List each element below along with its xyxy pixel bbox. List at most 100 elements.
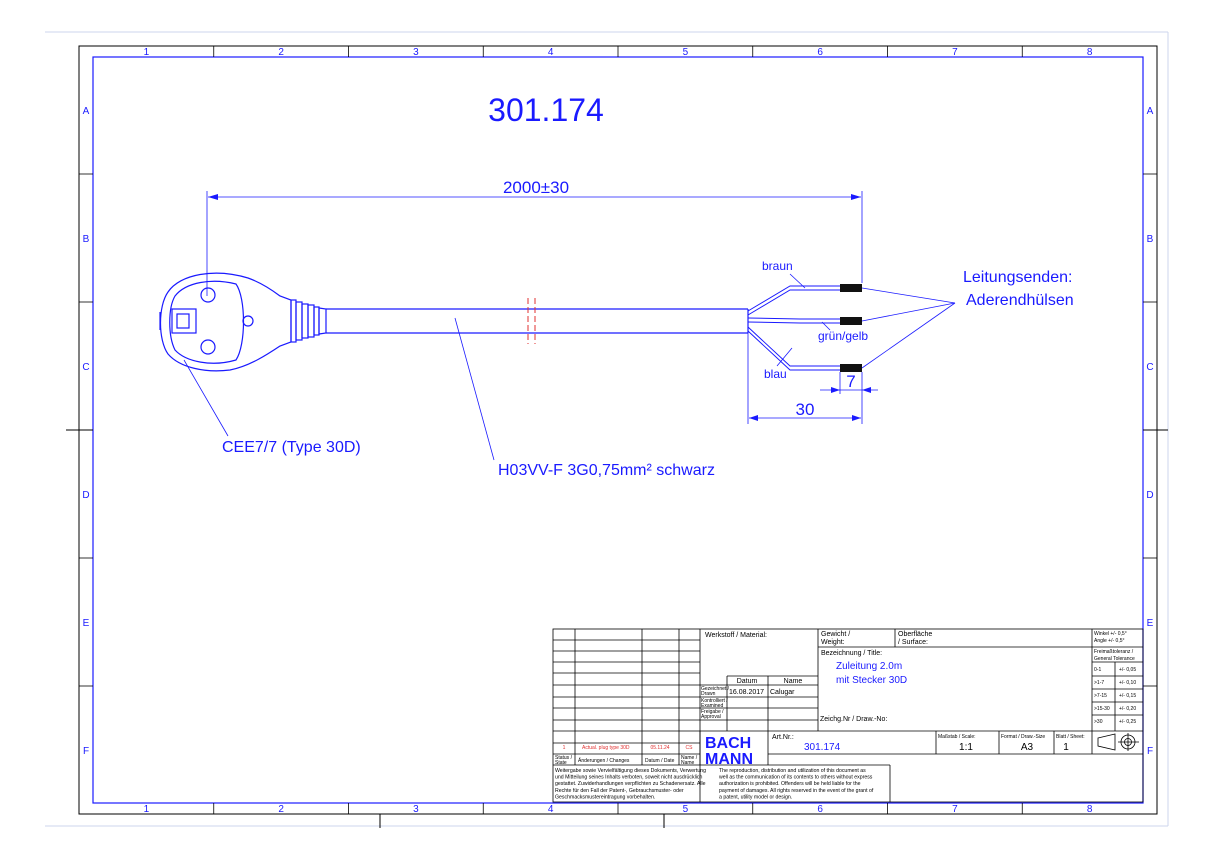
- approved-label-2: Approval: [701, 714, 721, 720]
- weight-label-2: Weight:: [821, 639, 845, 646]
- zone-column-label: 2: [278, 47, 284, 58]
- approved-label-1: Freigabe /: [701, 709, 724, 715]
- drawn-label-2: Drawn: [701, 691, 716, 697]
- length-dimension: 2000±30: [206, 178, 863, 296]
- projection-symbol-icon: [1097, 733, 1139, 751]
- sheet-value: 1: [1063, 742, 1069, 753]
- zone-row-label: B: [83, 234, 90, 245]
- art-no-value: 301.174: [804, 742, 841, 753]
- revision-name: CS: [686, 745, 694, 751]
- zone-column-label: 6: [817, 47, 823, 58]
- checked-label-2: Examined: [701, 703, 723, 709]
- ends-label-line2: Aderendhülsen: [966, 292, 1074, 309]
- zone-grid: [79, 46, 1157, 814]
- zone-row-label: C: [1146, 362, 1153, 373]
- tolerance-range: >15-30: [1094, 706, 1110, 712]
- changes-header: Änderungen / Changes: [578, 757, 630, 764]
- status-header-1: Status /: [555, 755, 573, 761]
- date-header: Datum: [737, 678, 758, 685]
- sleeve-length-label: 7: [846, 372, 855, 391]
- zone-column-label: 5: [683, 804, 689, 815]
- revision-date: 05.11.24: [650, 745, 669, 751]
- zone-column-label: 4: [548, 804, 554, 815]
- zone-column-label: 5: [683, 47, 689, 58]
- art-no-label: Art.Nr.:: [772, 734, 794, 741]
- general-tolerance-2: General Tolerance: [1094, 656, 1135, 662]
- zone-column-label: 6: [817, 804, 823, 815]
- tolerance-table: 0-1+/- 0,05>1-7+/- 0,10>7-15+/- 0,15>15-…: [1094, 667, 1136, 725]
- angle-tolerance-2: Angle +/- 0,5°: [1094, 638, 1125, 644]
- material-label: Werkstoff / Material:: [705, 632, 767, 639]
- drawn-name: Calugar: [770, 689, 795, 696]
- zone-column-label: 2: [278, 804, 284, 815]
- status-header-2: State: [555, 760, 567, 766]
- cable-label: H03VV-F 3G0,75mm² schwarz: [498, 462, 715, 479]
- tolerance-value: +/- 0,25: [1119, 719, 1136, 725]
- zone-row-label: A: [83, 106, 90, 117]
- plug-leader: [183, 359, 229, 437]
- wire-label-blue: blau: [764, 367, 787, 381]
- plug-label: CEE7/7 (Type 30D): [222, 439, 361, 456]
- copyright-notice-en: The reproduction, distribution and utili…: [719, 768, 874, 800]
- title-line2: mit Stecker 30D: [836, 675, 907, 686]
- general-tolerance-1: Freimaßtoleranz /: [1094, 649, 1134, 655]
- ferrules: [840, 284, 862, 372]
- zone-row-label: E: [1147, 618, 1154, 629]
- zone-row-label: D: [1146, 490, 1153, 501]
- notice-de-line: Weitergabe sowie Vervielfältigung dieses…: [555, 768, 706, 774]
- drawn-label-1: Gezeichnet /: [701, 686, 730, 692]
- logo-line1: BACH: [705, 735, 751, 752]
- sheet-label: Blatt / Sheet:: [1056, 734, 1085, 740]
- tolerance-range: >7-15: [1094, 693, 1107, 699]
- zone-column-label: 3: [413, 47, 419, 58]
- drawing-no-label: Zeichg.Nr / Draw.-No:: [820, 716, 887, 723]
- strip-length-label: 30: [796, 400, 815, 419]
- wire-label-green-yellow: grün/gelb: [818, 329, 868, 343]
- revision-change: Actual. plug type 30D: [582, 745, 630, 751]
- notice-en-line: authorization is prohibited. Offenders w…: [719, 781, 861, 787]
- schuko-plug: [159, 272, 327, 372]
- notice-de-line: gestattet. Zuwiderhandlungen verpflichte…: [555, 781, 706, 787]
- zone-row-label: E: [83, 618, 90, 629]
- tolerance-range: >30: [1094, 719, 1103, 725]
- scale-value: 1:1: [959, 742, 973, 753]
- format-value: A3: [1021, 742, 1034, 753]
- drawn-date: 16.08.2017: [729, 689, 764, 696]
- zone-column-label: 8: [1087, 47, 1093, 58]
- name-header: Name: [784, 678, 803, 685]
- zone-row-label: D: [82, 490, 89, 501]
- wire-label-brown: braun: [762, 259, 793, 273]
- tolerance-range: >1-7: [1094, 680, 1104, 686]
- notice-de-line: Rechte für den Fall der Patent-, Gebrauc…: [555, 788, 684, 794]
- zone-column-label: 4: [548, 47, 554, 58]
- surface-label-1: Oberfläche: [898, 631, 932, 638]
- zone-row-label: A: [1147, 106, 1154, 117]
- notice-en-line: a patent, utility model or design.: [719, 794, 792, 800]
- zone-column-label: 8: [1087, 804, 1093, 815]
- copyright-notice-de: Weitergabe sowie Vervielfältigung dieses…: [555, 768, 706, 800]
- name-rev-header-1: Name /: [681, 755, 698, 761]
- centering-marks: [66, 429, 1168, 828]
- length-dimension-label: 2000±30: [503, 178, 569, 197]
- name-rev-header-2: Name: [681, 760, 695, 766]
- zone-row-label: C: [82, 362, 89, 373]
- article-heading: 301.174: [488, 92, 604, 128]
- zone-column-label: 1: [144, 47, 150, 58]
- notice-en-line: The reproduction, distribution and utili…: [719, 768, 866, 774]
- title-block: Werkstoff / Material: Gewicht / Weight: …: [552, 628, 1144, 803]
- title-line1: Zuleitung 2.0m: [836, 661, 902, 672]
- drawing-frame: [78, 45, 1158, 815]
- checked-label-1: Kontrolliert /: [701, 698, 728, 704]
- angle-tolerance-1: Winkel +/- 0,5°: [1094, 631, 1127, 637]
- format-label: Format / Draw.-Size: [1001, 734, 1045, 740]
- notice-de-line: Geschmacksmustereintragung vorbehalten.: [555, 794, 655, 800]
- zone-row-label: B: [1147, 234, 1154, 245]
- weight-label-1: Gewicht /: [821, 631, 850, 638]
- notice-en-line: well as the communication of its content…: [719, 775, 873, 781]
- wires: [747, 285, 840, 371]
- zone-row-label: F: [83, 746, 89, 757]
- tolerance-value: +/- 0,20: [1119, 706, 1136, 712]
- logo-line2: MANN: [705, 751, 753, 768]
